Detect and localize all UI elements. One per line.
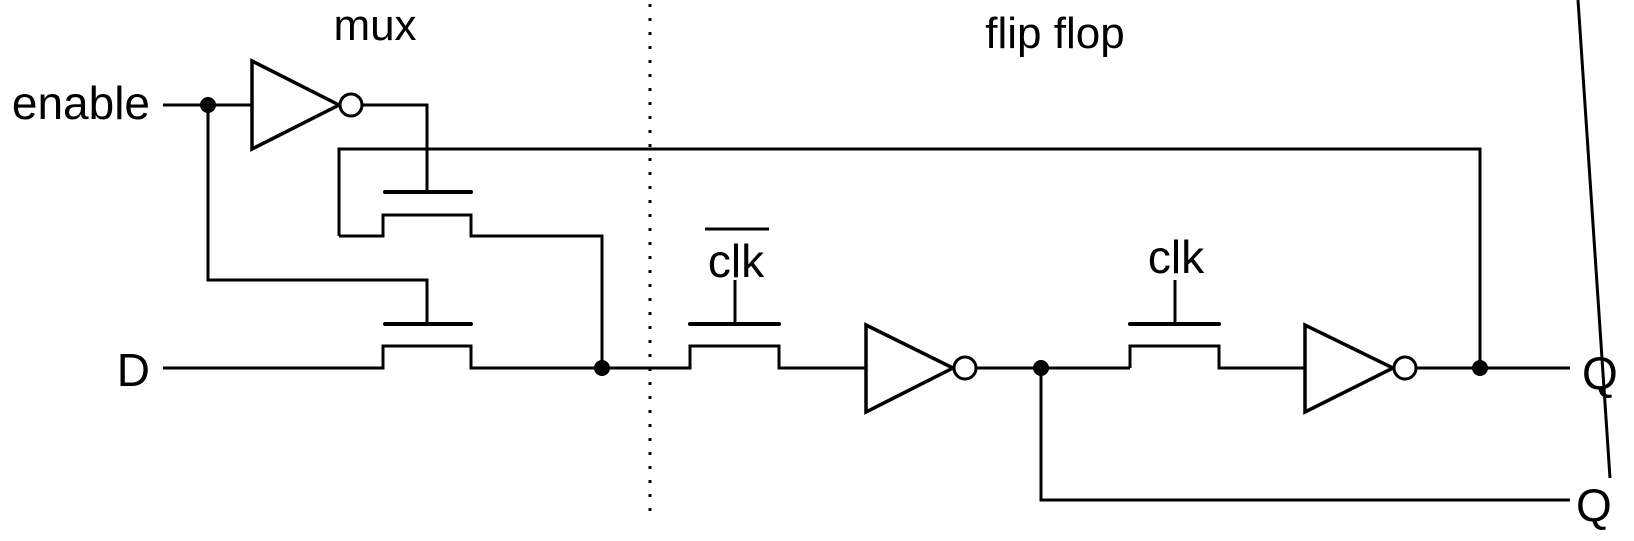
flip-flop-section-label: flip flop [985, 9, 1124, 58]
q-bar-output-label-group: Q [1576, 0, 1612, 531]
inverter-bubble-icon [338, 92, 364, 118]
mux-section-label: mux [333, 1, 416, 50]
inverter-triangle-icon [864, 322, 957, 415]
feedback-pass-transistor [339, 190, 604, 368]
clk-bar-pass-transistor [602, 280, 866, 370]
transistor-channel [1128, 344, 1305, 370]
inverter-triangle-icon [1303, 322, 1397, 415]
inverter-triangle-icon [250, 58, 343, 152]
d-pass-transistor [163, 322, 602, 370]
q-junction-dot [1472, 360, 1488, 376]
q-bar-output-label: Q [1576, 479, 1612, 531]
clk-label: clk [1148, 231, 1205, 283]
enable-inverter [250, 58, 364, 152]
q-bar-output-wire [1039, 368, 1570, 502]
second-stage-inverter [1303, 322, 1418, 415]
inverter-bubble-icon [1392, 355, 1418, 381]
q-output-label: Q [1582, 347, 1618, 399]
d-input-wire [163, 344, 602, 370]
enable-input-label: enable [12, 77, 150, 129]
enable-gate-wire [206, 105, 429, 324]
q-bar-overline [1576, 0, 1612, 479]
inverted-enable-wire [362, 103, 429, 192]
d-input-label: D [117, 344, 150, 396]
clk-bar-label: clk [708, 235, 765, 287]
q-feedback-wire [337, 147, 1482, 368]
inverter-bubble-icon [952, 355, 978, 381]
clk-bar-label-group: clk [705, 227, 769, 287]
transistor-channel [602, 344, 866, 370]
first-stage-inverter [864, 322, 978, 415]
transistor-channel [339, 213, 604, 368]
clk-pass-transistor [1128, 280, 1305, 370]
